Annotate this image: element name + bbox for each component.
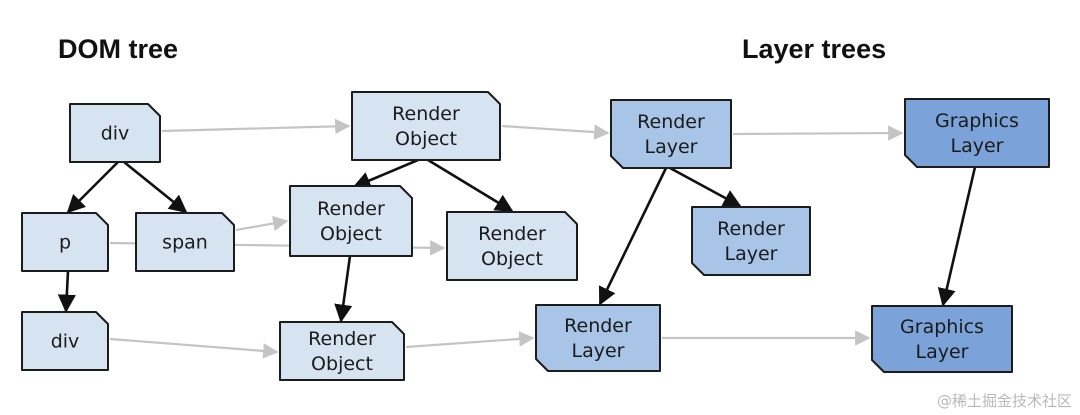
node-label: Object bbox=[481, 248, 543, 270]
node-label: Render bbox=[564, 315, 632, 337]
node-label: div bbox=[51, 331, 80, 353]
node-box bbox=[351, 91, 501, 161]
node-dom-p: p bbox=[21, 212, 109, 272]
node-box bbox=[279, 321, 405, 381]
node-label: Graphics bbox=[935, 110, 1019, 132]
node-box bbox=[69, 103, 161, 163]
node-label: Render bbox=[317, 198, 385, 220]
edge-graphics-layer-1-to-graphics-layer-2 bbox=[937, 166, 977, 307]
node-box bbox=[904, 98, 1050, 168]
edge-render-layer-1-to-render-layer-2 bbox=[669, 166, 742, 208]
edge-dom-p-to-dom-div-2 bbox=[57, 270, 76, 313]
node-label: Layer bbox=[572, 340, 625, 362]
node-label: Layer bbox=[951, 135, 1004, 157]
edge-dom-div-1-to-dom-span bbox=[123, 160, 188, 214]
node-box bbox=[535, 304, 661, 372]
node-box bbox=[691, 206, 811, 276]
node-box bbox=[135, 212, 235, 272]
layer-trees-heading: Layer trees bbox=[742, 34, 887, 64]
node-box bbox=[21, 212, 109, 272]
edge-render-object-1-to-render-object-2 bbox=[352, 158, 419, 190]
node-label: p bbox=[59, 232, 71, 254]
watermark: @稀土掘金技术社区 bbox=[936, 392, 1072, 410]
node-label: Layer bbox=[645, 136, 698, 158]
node-dom-span: span bbox=[135, 212, 235, 272]
node-label: Object bbox=[311, 353, 373, 375]
node-label: span bbox=[162, 232, 208, 254]
edge-dom-span-to-render-object-2 bbox=[235, 215, 289, 232]
edge-dom-div-1-to-dom-p bbox=[66, 161, 119, 214]
edge-render-object-1-to-render-object-3 bbox=[427, 158, 514, 213]
node-box bbox=[871, 305, 1013, 373]
node-label: Render bbox=[637, 111, 705, 133]
node-dom-div-2: div bbox=[21, 311, 109, 371]
node-label: div bbox=[101, 123, 130, 145]
node-label: Render bbox=[308, 328, 376, 350]
node-box bbox=[446, 211, 578, 281]
node-dom-div-1: div bbox=[69, 103, 161, 163]
node-label: Render bbox=[717, 218, 785, 240]
node-box bbox=[610, 99, 732, 169]
edge-render-object-2-to-render-object-4 bbox=[334, 255, 353, 323]
dom-tree-heading: DOM tree bbox=[58, 34, 179, 64]
edge-render-layer-1-to-graphics-layer-1 bbox=[732, 125, 904, 141]
node-label: Layer bbox=[916, 341, 969, 363]
node-label: Object bbox=[320, 223, 382, 245]
edge-render-layer-1-to-render-layer-3 bbox=[598, 167, 668, 306]
node-label: Graphics bbox=[900, 316, 984, 338]
node-label: Object bbox=[395, 128, 457, 150]
node-label: Render bbox=[478, 223, 546, 245]
edge-dom-div-1-to-render-object-1 bbox=[161, 118, 351, 135]
edge-render-object-1-to-render-layer-1 bbox=[501, 124, 610, 140]
edges bbox=[57, 118, 977, 359]
edge-dom-div-2-to-render-object-4 bbox=[109, 337, 279, 359]
node-label: Layer bbox=[725, 243, 778, 265]
edge-render-object-4-to-render-layer-3 bbox=[405, 331, 535, 349]
node-box bbox=[289, 185, 413, 257]
node-box bbox=[21, 311, 109, 371]
node-label: Render bbox=[392, 103, 460, 125]
